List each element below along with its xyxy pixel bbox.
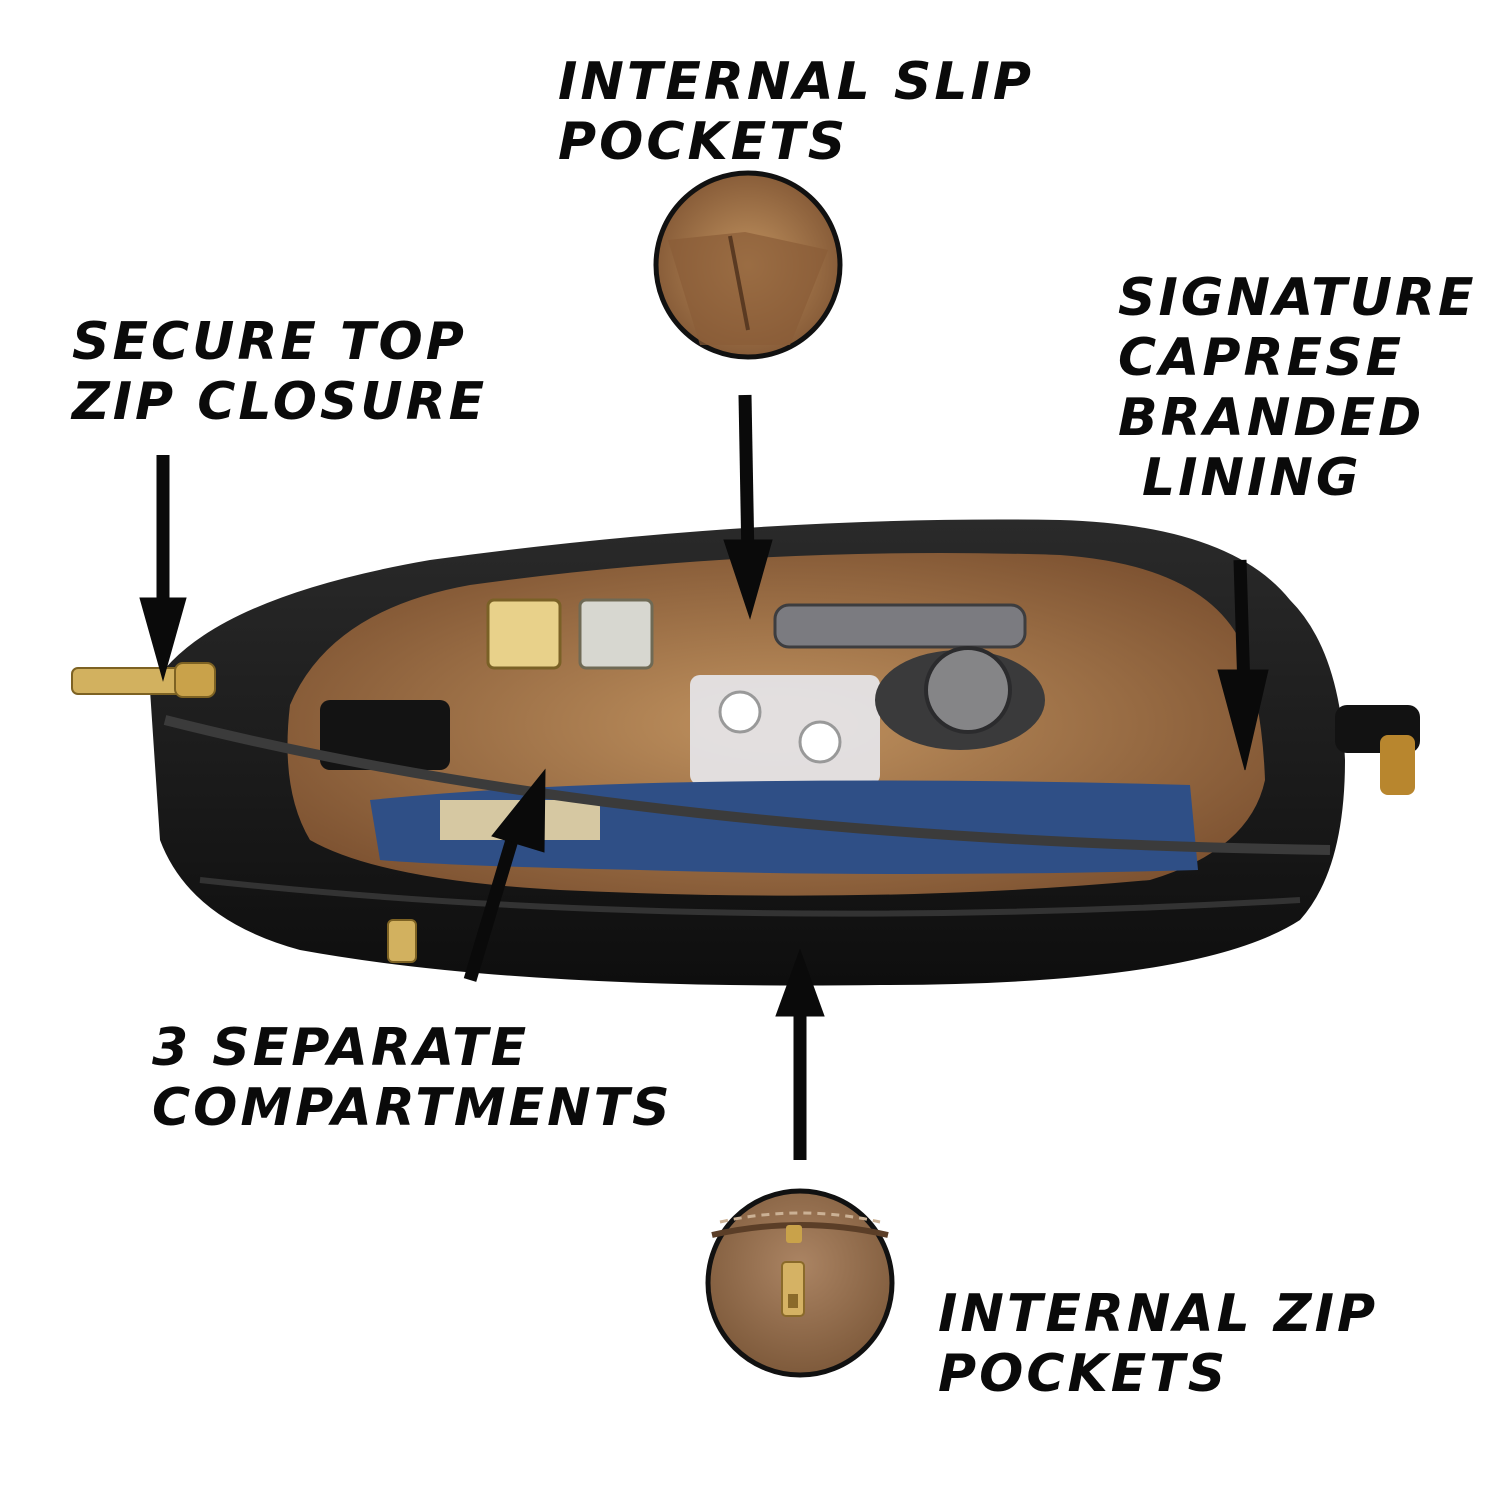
callout-line: 3 SEPARATE xyxy=(152,1018,530,1078)
callout-line: CAPRESE xyxy=(1118,328,1405,388)
callout-line: INTERNAL SLIP xyxy=(558,52,1034,112)
callout-3-separate-compartments: 3 SEPARATE COMPARTMENTS xyxy=(152,1018,673,1138)
callout-line: POCKETS xyxy=(938,1344,1229,1404)
callout-line: SIGNATURE xyxy=(1118,268,1477,328)
callout-line: INTERNAL ZIP xyxy=(938,1284,1379,1344)
arrow-separate-compartments xyxy=(463,768,546,982)
arrow-internal-zip-pockets xyxy=(775,948,825,1160)
arrow-secure-top-zip xyxy=(139,455,187,682)
callout-line: ZIP CLOSURE xyxy=(72,372,488,432)
callout-secure-top-zip-closure: SECURE TOP ZIP CLOSURE xyxy=(72,312,487,432)
callout-line: COMPARTMENTS xyxy=(152,1078,673,1138)
callout-signature-branded-lining: SIGNATURE CAPRESE BRANDED LINING xyxy=(1118,268,1477,508)
callout-line: POCKETS xyxy=(558,112,849,172)
callout-internal-zip-pockets: INTERNAL ZIP POCKETS xyxy=(938,1284,1378,1404)
arrow-internal-slip-pockets xyxy=(723,394,773,620)
callout-line: LINING xyxy=(1142,448,1362,508)
arrow-signature-lining xyxy=(1217,559,1269,771)
slip-pocket-closeup xyxy=(653,170,843,360)
zip-pocket-closeup xyxy=(705,1188,895,1378)
callout-line: BRANDED xyxy=(1118,388,1425,448)
callout-line: SECURE TOP xyxy=(72,312,467,372)
callout-arrows xyxy=(139,394,1269,1160)
callout-internal-slip-pockets: INTERNAL SLIP POCKETS xyxy=(558,52,1034,172)
